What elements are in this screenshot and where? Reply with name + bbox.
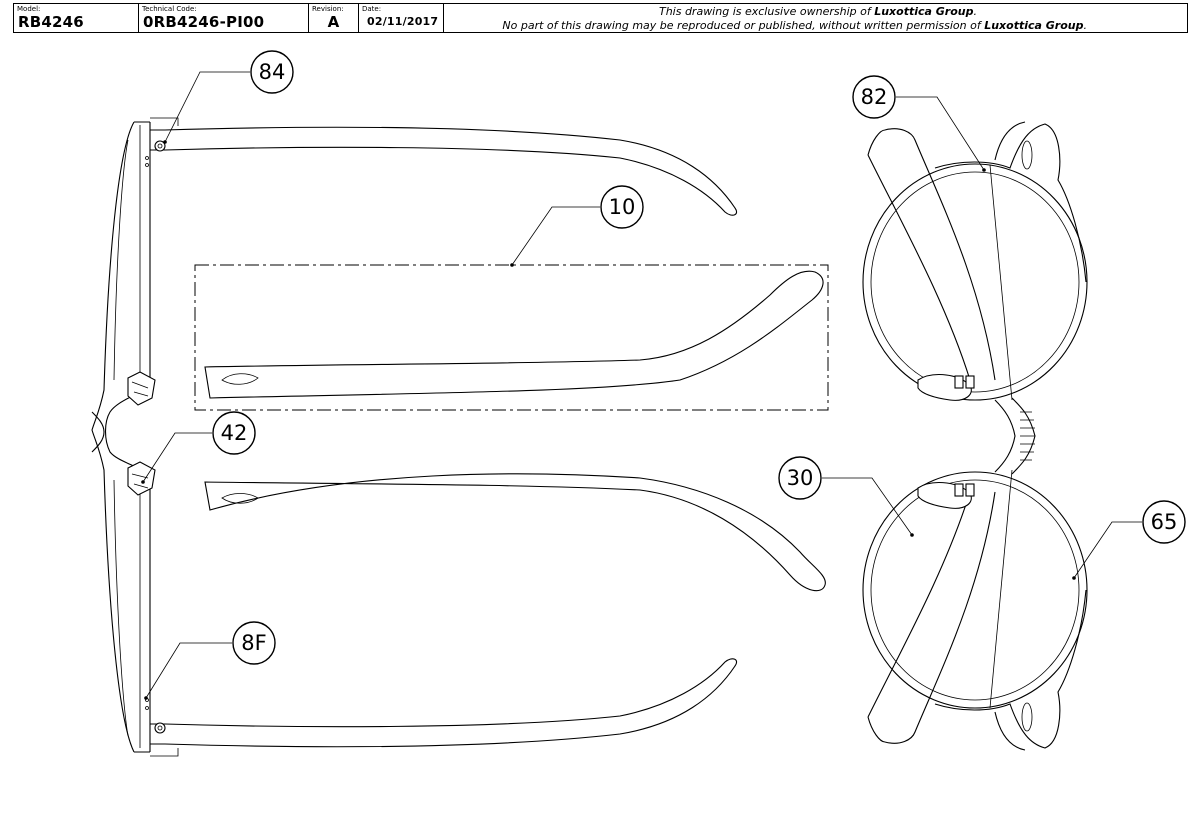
front-view-frame: [862, 121, 1088, 751]
callout-10: 10: [510, 185, 644, 267]
title-block: Model: RB4246 Technical Code: 0RB4246-PI…: [13, 3, 1188, 33]
revision-label: Revision:: [312, 5, 344, 13]
callout-42-label: 42: [221, 421, 248, 445]
date-label: Date:: [362, 5, 382, 13]
notice-line2-text: No part of this drawing may be reproduce…: [502, 19, 985, 32]
model-label: Model:: [17, 5, 41, 13]
model-cell: Model: RB4246: [14, 4, 139, 32]
notice-line2-end: .: [1083, 19, 1088, 32]
callout-42: 42: [141, 411, 256, 484]
callout-8F: 8F: [144, 621, 276, 700]
revision-value: A: [327, 13, 340, 31]
date-value: 02/11/2017: [367, 15, 439, 28]
notice-line1-text: This drawing is exclusive ownership of: [658, 5, 875, 18]
callout-30-label: 30: [787, 466, 814, 490]
callout-82: 82: [852, 75, 986, 172]
callout-82-label: 82: [861, 85, 888, 109]
callout-84-label: 84: [259, 60, 286, 84]
technical-code-cell: Technical Code: 0RB4246-PI00: [139, 4, 309, 32]
notice-line1-end: .: [973, 5, 978, 18]
callout-65-label: 65: [1151, 510, 1178, 534]
callout-65: 65: [1072, 500, 1186, 580]
notice-line1-company: Luxottica Group: [874, 5, 974, 18]
callout-8F-label: 8F: [241, 631, 266, 655]
revision-cell: Revision: A: [309, 4, 359, 32]
top-view-frame: [91, 117, 738, 757]
ownership-notice-line2: No part of this drawing may be reproduce…: [502, 19, 1087, 32]
ownership-notice-cell: This drawing is exclusive ownership of L…: [444, 4, 1187, 32]
callout-10-label: 10: [609, 195, 636, 219]
technical-code-label: Technical Code:: [142, 5, 197, 13]
ownership-notice-line1: This drawing is exclusive ownership of L…: [659, 5, 977, 18]
temple-detail-view: [194, 264, 829, 592]
callout-84: 84: [163, 50, 294, 144]
notice-line2-company: Luxottica Group: [984, 19, 1084, 32]
date-cell: Date: 02/11/2017: [359, 4, 444, 32]
technical-code-value: 0RB4246-PI00: [143, 13, 265, 31]
callout-30: 30: [778, 456, 914, 537]
model-value: RB4246: [18, 13, 84, 31]
